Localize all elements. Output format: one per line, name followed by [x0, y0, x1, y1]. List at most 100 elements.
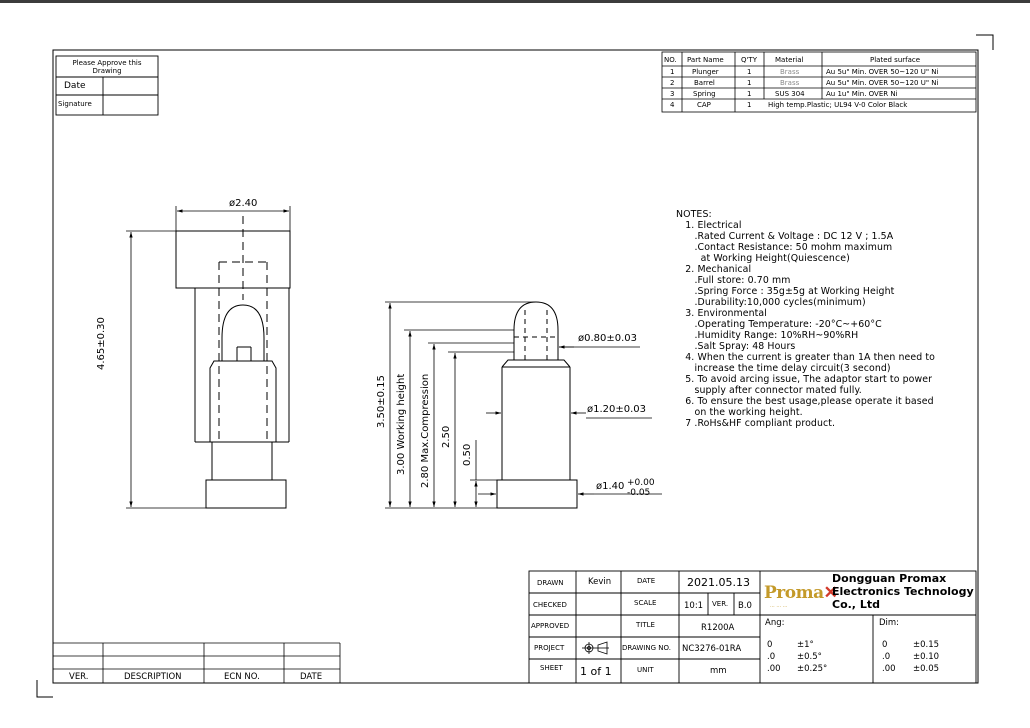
- note-line: on the working height.: [676, 407, 803, 418]
- dim-tol-value: ±0.15: [913, 640, 940, 650]
- parts-row-name: Barrel: [694, 79, 715, 87]
- note-line: at Working Height(Quiescence): [676, 253, 850, 264]
- date-value: 2021.05.13: [687, 576, 750, 589]
- sheet-border: [52, 49, 979, 684]
- corner-marks: [36, 34, 994, 698]
- note-line: 4. When the current is greater than 1A t…: [676, 352, 935, 363]
- title-block-grid: [528, 570, 977, 684]
- date-label: DATE: [637, 577, 656, 585]
- dim-base-tol-minus: -0.05: [627, 488, 651, 498]
- parts-header-no: NO.: [664, 56, 677, 64]
- parts-table-grid: [661, 51, 977, 113]
- ang-tol-value: ±1°: [797, 640, 814, 650]
- note-line: .Humidity Range: 10%RH~90%RH: [676, 330, 859, 341]
- dim-max-compression: 2.80 Max.Compression: [420, 373, 431, 488]
- parts-row-name: Spring: [693, 90, 716, 98]
- drawing-no-value: NC3276-01RA: [682, 644, 742, 654]
- dim-tol-key: 0: [882, 640, 888, 650]
- left-view-hidden-lines: [218, 216, 268, 442]
- logo-x-icon: ✕: [823, 583, 838, 603]
- parts-row-name: Plunger: [692, 68, 719, 76]
- left-diameter-dim: ø2.40: [229, 198, 258, 209]
- sheet-label: SHEET: [540, 664, 563, 672]
- parts-row-material: Brass: [780, 79, 800, 87]
- parts-row-no: 3: [670, 90, 675, 98]
- parts-row-no: 4: [670, 101, 675, 109]
- dim-tol-key: .0: [882, 652, 891, 662]
- ang-tol-key: .0: [767, 652, 776, 662]
- ang-tol-value: ±0.25°: [797, 664, 828, 674]
- parts-header-name: Part Name: [687, 56, 724, 64]
- logo-subtext: ··· ··· ···: [770, 604, 788, 610]
- drawn-value: Kevin: [588, 577, 612, 587]
- ang-label: Ang:: [765, 618, 785, 628]
- dim-plunger-dia: ø0.80±0.03: [578, 333, 638, 344]
- company-name-line-1: Dongguan Promax: [832, 572, 947, 585]
- note-line: 3. Environmental: [676, 308, 767, 319]
- left-view: [175, 230, 291, 509]
- dim-0-50: 0.50: [462, 443, 473, 466]
- dim-base-tol-plus: +0.00: [627, 478, 655, 488]
- note-line: increase the time delay circuit(3 second…: [676, 363, 891, 374]
- parts-header-material: Material: [775, 56, 804, 64]
- unit-label: UNIT: [637, 666, 654, 674]
- ver-value: B.0: [738, 601, 752, 611]
- dim-base-dia: ø1.40: [596, 481, 625, 492]
- ang-tol-key: .00: [767, 664, 781, 674]
- dim-2-50: 2.50: [441, 425, 452, 448]
- drawing-sheet: [0, 3, 1030, 728]
- right-view-hidden-lines: [514, 310, 558, 360]
- projection-symbol-icon: [582, 641, 609, 655]
- title-value: R1200A: [701, 623, 735, 633]
- note-line: .Full store: 0.70 mm: [676, 275, 791, 286]
- parts-row-qty: 1: [747, 68, 752, 76]
- title-label: TITLE: [636, 621, 655, 629]
- ver-label: VER.: [712, 600, 729, 608]
- dim-tol-value: ±0.10: [913, 652, 940, 662]
- rev-header-ver: VER.: [69, 672, 89, 682]
- note-line: 6. To ensure the best usage,please opera…: [676, 396, 934, 407]
- approval-box: [55, 55, 159, 116]
- parts-row-material: SUS 304: [775, 90, 805, 98]
- notes-title: NOTES:: [676, 209, 712, 220]
- dim-working-height: 3.00 Working height: [396, 373, 407, 475]
- approval-title: Please Approve this Drawing: [72, 59, 142, 75]
- parts-row-no: 2: [670, 79, 675, 87]
- left-height-dim: 4.65±0.30: [96, 317, 107, 370]
- sheet-value: 1 of 1: [580, 665, 612, 678]
- note-line: 7 .RoHs&HF compliant product.: [676, 418, 836, 429]
- parts-row-no: 1: [670, 68, 675, 76]
- parts-row-material: High temp.Plastic; UL94 V-0 Color Black: [768, 101, 908, 109]
- ang-tol-key: 0: [767, 640, 773, 650]
- parts-header-qty: Q'TY: [741, 56, 757, 64]
- checked-label: CHECKED: [533, 601, 567, 609]
- dim-total-height: 3.50±0.15: [376, 375, 387, 428]
- ang-tol-value: ±0.5°: [797, 652, 822, 662]
- parts-header-plated: Plated surface: [870, 56, 921, 64]
- parts-row-qty: 1: [747, 79, 752, 87]
- rev-header-ecn: ECN NO.: [224, 672, 260, 682]
- left-dimension-lines: [126, 206, 291, 509]
- rev-header-description: DESCRIPTION: [124, 672, 182, 682]
- dim-barrel-dia: ø1.20±0.03: [587, 404, 647, 415]
- note-line: .Contact Resistance: 50 mohm maximum: [676, 242, 893, 253]
- note-line: .Rated Current & Voltage : DC 12 V ; 1.5…: [676, 231, 894, 242]
- note-line: .Spring Force : 35g±5g at Working Height: [676, 286, 895, 297]
- approved-label: APPROVED: [531, 622, 570, 630]
- company-name-line-3: Co., Ltd: [832, 598, 880, 611]
- rev-header-date: DATE: [300, 672, 323, 682]
- parts-row-qty: 1: [747, 90, 752, 98]
- dim-tol-key: .00: [882, 664, 896, 674]
- note-line: .Durability:10,000 cycles(minimum): [676, 297, 866, 308]
- note-line: .Salt Spray: 48 Hours: [676, 341, 796, 352]
- dim-label: Dim:: [879, 618, 900, 628]
- right-view: [496, 301, 578, 509]
- dim-tol-value: ±0.05: [913, 664, 940, 674]
- parts-row-name: CAP: [697, 101, 711, 109]
- parts-row-material: Brass: [780, 68, 800, 76]
- note-line: 2. Mechanical: [676, 264, 752, 275]
- note-line: supply after connector mated fully.: [676, 385, 862, 396]
- note-line: 1. Electrical: [676, 220, 742, 231]
- drawn-label: DRAWN: [537, 579, 564, 587]
- parts-row-plated: Au 1u" Min. OVER Ni: [826, 90, 898, 98]
